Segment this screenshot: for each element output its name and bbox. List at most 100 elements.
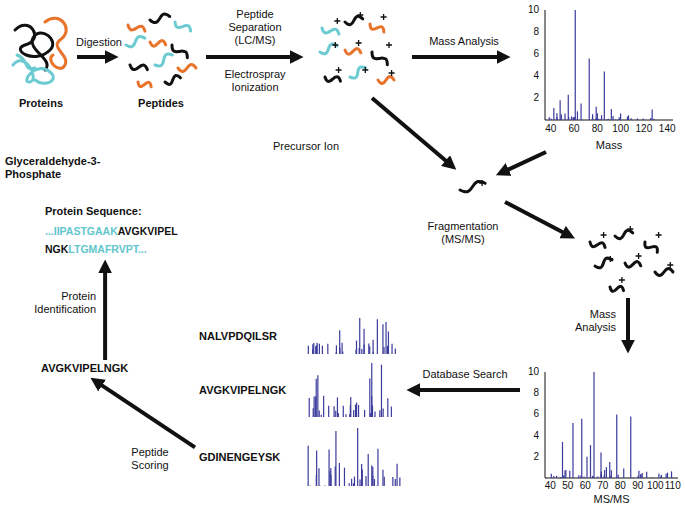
spectrum-peak — [550, 118, 551, 120]
spectrum-peak — [379, 410, 380, 417]
spectrum-peak — [341, 343, 342, 354]
spectrum-peak — [560, 477, 561, 478]
charge-sign — [386, 42, 392, 48]
spectrum-peak — [355, 350, 356, 354]
spectrum-peak — [349, 414, 350, 417]
peptide-strand — [138, 82, 151, 87]
peptide-strand — [370, 24, 384, 32]
charge-sign — [381, 14, 387, 20]
spectrum-peak — [323, 396, 324, 417]
spectrum-peak — [660, 477, 661, 479]
spectrum-peak — [314, 397, 315, 417]
spectrum-peak — [383, 347, 384, 354]
spectrum-peak — [589, 58, 590, 120]
spectrum-peak — [564, 113, 565, 120]
spectrum-peak — [361, 464, 362, 486]
spectrum-peak — [596, 107, 597, 120]
spectrum-peak — [357, 428, 358, 486]
spectrum-peak — [563, 475, 564, 478]
spectrum-peak — [590, 477, 591, 478]
spectrum-peak — [313, 343, 314, 354]
spectrum-peak — [600, 119, 601, 121]
spectrum-peak — [592, 476, 593, 478]
spectrum-peak — [385, 322, 386, 354]
spectrum-peak — [372, 467, 373, 486]
candidate-peptide: GDINENGEYSK — [195, 425, 405, 489]
spectrum-peak — [572, 423, 573, 478]
spectrum-peak — [368, 343, 369, 354]
peptide-strand — [172, 45, 187, 58]
spectrum-peak — [359, 318, 360, 354]
spectrum-peak — [671, 477, 672, 478]
spectrum-peak — [590, 445, 591, 478]
spectrum-peak — [377, 449, 378, 486]
charge-sign — [334, 18, 340, 24]
axis-tick: 80 — [582, 123, 612, 134]
spectrum-peak — [396, 464, 397, 486]
axis-tick: 4 — [519, 70, 539, 81]
spectrum-peak — [387, 398, 388, 417]
spectrum-peak — [560, 477, 561, 479]
spectrum-peak — [630, 417, 631, 478]
axis — [545, 10, 673, 120]
spectrum-peak — [640, 475, 641, 478]
axis-tick: 10 — [517, 366, 539, 377]
flow-arrow — [206, 55, 298, 59]
spectrum-peak — [339, 330, 340, 354]
spectrum-peak — [339, 348, 340, 354]
spectrum-peak — [344, 468, 345, 486]
spectrum-peak — [377, 319, 378, 354]
axis-tick: 60 — [570, 480, 600, 491]
peptide-strand — [610, 286, 624, 291]
spectrum-peak — [650, 118, 651, 120]
spectrum-peak — [667, 477, 668, 478]
spectrum-peak — [359, 479, 360, 486]
spectrum-peak — [351, 479, 352, 486]
spectrum-peak — [619, 117, 620, 120]
illustration — [120, 10, 202, 90]
peptide-name: AVGKVIPELNGK — [195, 384, 304, 397]
flow-arrow — [412, 388, 520, 392]
flow-arrow — [505, 202, 570, 236]
charge-sign — [362, 67, 368, 73]
edge-label: Database Search — [410, 368, 520, 381]
spectrum-peak — [336, 345, 337, 354]
peptide-strand — [645, 242, 658, 252]
spectrum-peak — [368, 454, 369, 486]
stage-caption: Proteins — [5, 97, 77, 110]
illustration — [5, 10, 77, 90]
axis-title: MS/MS — [545, 493, 678, 506]
flow-arrows — [206, 57, 628, 348]
spectrum-peak — [671, 471, 672, 478]
axis-tick: 2 — [519, 92, 539, 103]
axis-tick: 120 — [629, 123, 659, 134]
spectrum-peak — [597, 476, 598, 478]
peptide-name: NALVPDQILSR — [195, 330, 304, 343]
axis-tick: 80 — [605, 480, 635, 491]
axis-tick: 8 — [519, 26, 539, 37]
spectrum-peak — [604, 72, 605, 120]
spectrum-peak — [337, 397, 338, 417]
spectrum-peak — [321, 415, 322, 417]
flow-arrow — [372, 98, 452, 166]
spectrum-peak — [322, 346, 323, 354]
spectrum-peak — [373, 340, 374, 354]
peptide-strand — [150, 41, 166, 47]
spectrum-peak — [556, 476, 557, 478]
spectrum-peak — [382, 470, 383, 486]
spectrum-peak — [549, 117, 550, 120]
spectrum-peak — [343, 406, 344, 417]
spectrum-peak — [563, 119, 564, 120]
spectrum-peak — [345, 414, 346, 417]
axis-tick: 40 — [536, 123, 566, 134]
spectrum-peak — [564, 470, 565, 478]
peptide-strand — [175, 22, 191, 31]
peptide-strand — [325, 77, 340, 82]
spectrum-peak — [571, 116, 572, 120]
peptide-strand — [590, 242, 605, 247]
spectrum-peak — [319, 344, 320, 354]
peptide-illustration: Peptides — [120, 10, 202, 110]
charge-sign — [636, 253, 642, 259]
spectrum-peak — [577, 111, 578, 120]
spectrum-peak — [633, 477, 634, 479]
